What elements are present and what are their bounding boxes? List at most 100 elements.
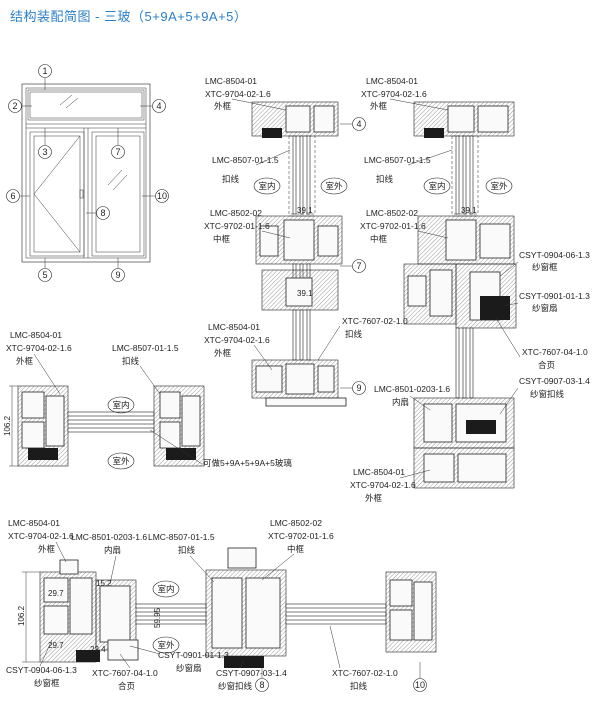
svg-text:XTC-9704-02-1.6: XTC-9704-02-1.6: [350, 480, 416, 490]
label-frame-code: LMC-8504-01: [205, 76, 257, 86]
svg-text:LMC-8502-02: LMC-8502-02: [210, 208, 262, 218]
svg-text:扣线: 扣线: [376, 174, 394, 184]
svg-text:中框: 中框: [287, 544, 305, 554]
svg-text:39.1: 39.1: [297, 206, 313, 215]
marker-9: 9: [111, 258, 125, 282]
svg-text:扣线: 扣线: [350, 681, 368, 691]
svg-text:XTC-9704-02-1.6: XTC-9704-02-1.6: [205, 89, 271, 99]
svg-text:纱窗框: 纱窗框: [34, 678, 60, 688]
window-elevation: [21, 83, 151, 263]
svg-text:LMC-8504-01: LMC-8504-01: [208, 322, 260, 332]
svg-text:扣线: 扣线: [222, 174, 240, 184]
svg-text:29.7: 29.7: [48, 641, 64, 650]
svg-text:LMC-8507-01-1.5: LMC-8507-01-1.5: [112, 343, 179, 353]
svg-text:4: 4: [356, 119, 361, 129]
svg-text:纱窗扣线: 纱窗扣线: [218, 681, 253, 691]
svg-text:纱窗扣线: 纱窗扣线: [530, 389, 565, 399]
outdoor-label-3: 室外: [112, 456, 130, 466]
svg-text:纱窗扇: 纱窗扇: [532, 303, 558, 313]
marker-3: 3: [38, 128, 52, 159]
svg-text:外框: 外框: [214, 101, 232, 111]
svg-text:1: 1: [42, 66, 47, 76]
svg-text:外框: 外框: [16, 356, 34, 366]
svg-text:中框: 中框: [213, 234, 231, 244]
svg-text:LMC-8504-01: LMC-8504-01: [353, 467, 405, 477]
svg-text:2: 2: [12, 101, 17, 111]
svg-text:内扇: 内扇: [392, 397, 409, 407]
marker-8: 8: [86, 206, 110, 220]
svg-text:59.95: 59.95: [153, 607, 162, 628]
svg-text:10: 10: [157, 191, 167, 201]
svg-text:15.2: 15.2: [96, 579, 112, 588]
svg-text:7: 7: [356, 261, 361, 271]
dim-106-2-bottom: 106.2: [17, 605, 26, 626]
section-bottom-horizontal: 室内 室外 106.2 29.7 29.7 15.2 22.4 59.95: [17, 547, 437, 668]
outdoor-label-4: 室外: [157, 640, 175, 650]
section-mid-labels: LMC-8504-01 XTC-9704-02-1.6 外框 LMC-8507-…: [6, 330, 292, 468]
svg-text:LMC-8504-01: LMC-8504-01: [8, 518, 60, 528]
svg-text:10: 10: [415, 680, 425, 690]
svg-text:XTC-9702-01-1.6: XTC-9702-01-1.6: [268, 531, 334, 541]
svg-text:5: 5: [42, 270, 47, 280]
svg-text:CSYT-0904-06-1.3: CSYT-0904-06-1.3: [6, 665, 77, 675]
svg-text:合页: 合页: [538, 360, 555, 370]
section-left-labels: LMC-8504-01 XTC-9704-02-1.6 外框 LMC-8507-…: [204, 76, 408, 371]
svg-text:扣线: 扣线: [345, 329, 363, 339]
svg-text:XTC-9702-01-1.6: XTC-9702-01-1.6: [204, 221, 270, 231]
page-title: 结构装配简图 - 三玻（5+9A+5+9A+5）: [10, 9, 248, 24]
svg-text:扣线: 扣线: [122, 356, 140, 366]
svg-text:外框: 外框: [365, 493, 383, 503]
marker-10: 10: [142, 189, 169, 203]
outdoor-label-2: 室外: [490, 181, 508, 191]
svg-text:CSYT-0907-03-1.4: CSYT-0907-03-1.4: [519, 376, 590, 386]
svg-text:29.7: 29.7: [48, 589, 64, 598]
svg-text:9: 9: [115, 270, 120, 280]
svg-text:合页: 合页: [118, 681, 135, 691]
svg-text:纱窗扇: 纱窗扇: [176, 663, 202, 673]
section-bottom-markers: 8 10: [255, 662, 427, 692]
svg-text:LMC-8501-0203-1.6: LMC-8501-0203-1.6: [71, 532, 147, 542]
svg-text:LMC-8504-01: LMC-8504-01: [366, 76, 418, 86]
svg-text:内扇: 内扇: [104, 545, 121, 555]
svg-text:纱窗框: 纱窗框: [532, 262, 558, 272]
marker-7: 7: [111, 128, 125, 159]
marker-5: 5: [38, 258, 52, 282]
svg-text:8: 8: [100, 208, 105, 218]
marker-6: 6: [6, 189, 30, 203]
svg-text:LMC-8507-01-1.5: LMC-8507-01-1.5: [148, 532, 215, 542]
section-mid-horizontal: 室内 室外 106.2: [3, 385, 205, 470]
svg-text:CSYT-0904-06-1.3: CSYT-0904-06-1.3: [519, 250, 590, 260]
svg-text:4: 4: [156, 101, 161, 111]
indoor-label-4: 室内: [157, 584, 174, 594]
section-right-vertical: 室内 室外 39.1: [403, 101, 517, 489]
svg-text:LMC-8502-02: LMC-8502-02: [366, 208, 418, 218]
svg-text:XTC-9704-02-1.6: XTC-9704-02-1.6: [8, 531, 74, 541]
svg-text:6: 6: [10, 191, 15, 201]
outdoor-label-1: 室外: [325, 181, 343, 191]
svg-text:CSYT-0907-03-1.4: CSYT-0907-03-1.4: [216, 668, 287, 678]
section-left-vertical: 室内 室外 39.1 39.1: [251, 101, 348, 407]
svg-text:XTC-9704-02-1.6: XTC-9704-02-1.6: [361, 89, 427, 99]
svg-text:XTC-9702-01-1.6: XTC-9702-01-1.6: [360, 221, 426, 231]
svg-text:XTC-9704-02-1.6: XTC-9704-02-1.6: [204, 335, 270, 345]
indoor-label-1: 室内: [258, 181, 275, 191]
section-right-labels: LMC-8504-01 XTC-9704-02-1.6 外框 LMC-8507-…: [350, 76, 590, 503]
section-left-markers: 4 7 9: [340, 117, 366, 395]
svg-text:8: 8: [259, 680, 264, 690]
svg-text:CSYT-0901-01-1.3: CSYT-0901-01-1.3: [519, 291, 590, 301]
svg-text:22.4: 22.4: [90, 645, 106, 654]
marker-2: 2: [8, 99, 32, 113]
svg-text:中框: 中框: [370, 234, 388, 244]
svg-text:扣线: 扣线: [178, 545, 196, 555]
marker-1: 1: [38, 64, 52, 90]
svg-text:XTC-7607-02-1.0: XTC-7607-02-1.0: [342, 316, 408, 326]
svg-text:XTC-7607-04-1.0: XTC-7607-04-1.0: [522, 347, 588, 357]
svg-text:39.1: 39.1: [297, 289, 313, 298]
svg-text:7: 7: [115, 147, 120, 157]
svg-text:XTC-7607-02-1.0: XTC-7607-02-1.0: [332, 668, 398, 678]
svg-text:LMC-8504-01: LMC-8504-01: [10, 330, 62, 340]
svg-text:可做5+9A+5+9A+5玻璃: 可做5+9A+5+9A+5玻璃: [203, 458, 292, 468]
svg-text:XTC-9704-02-1.6: XTC-9704-02-1.6: [6, 343, 72, 353]
indoor-label-3: 室内: [112, 400, 129, 410]
